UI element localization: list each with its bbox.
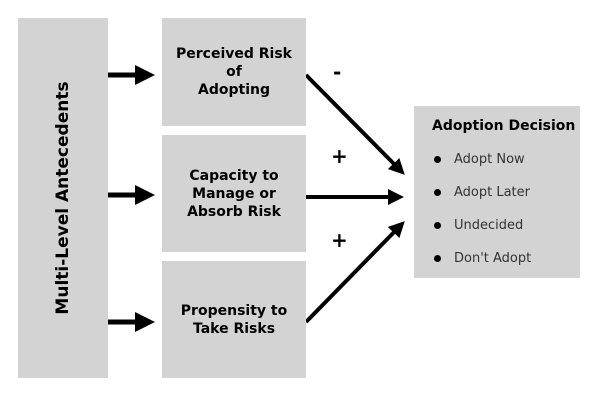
decision-title: Adoption Decision bbox=[432, 118, 576, 134]
decision-option-label: Don't Adopt bbox=[454, 251, 532, 266]
decision-option-label: Undecided bbox=[454, 218, 524, 233]
adoption-decision-box: Adoption Decision Adopt Now Adopt Later … bbox=[414, 106, 580, 278]
decision-option-label: Adopt Now bbox=[454, 152, 525, 167]
antecedents-box: Multi-Level Antecedents bbox=[18, 18, 108, 378]
decision-option-label: Adopt Later bbox=[454, 185, 531, 200]
bullet-icon bbox=[434, 222, 441, 229]
decision-options-list: Adopt Now Adopt Later Undecided Don't Ad… bbox=[432, 143, 580, 275]
decision-option: Adopt Now bbox=[432, 143, 580, 176]
decision-option: Don't Adopt bbox=[432, 242, 580, 275]
capacity-effect-sign: + bbox=[331, 144, 348, 168]
arrow-risk-to-decision bbox=[304, 73, 405, 175]
perceived-risk-box: Perceived Risk of Adopting bbox=[162, 18, 306, 126]
risk-effect-sign: - bbox=[333, 60, 342, 84]
decision-option: Adopt Later bbox=[432, 176, 580, 209]
decision-option: Undecided bbox=[432, 209, 580, 242]
propensity-effect-sign: + bbox=[331, 228, 348, 252]
bullet-icon bbox=[434, 189, 441, 196]
bullet-icon bbox=[434, 255, 441, 262]
arrow-propensity-to-decision bbox=[304, 221, 405, 324]
propensity-box: Propensity to Take Risks bbox=[162, 261, 306, 378]
antecedents-label: Multi-Level Antecedents bbox=[53, 81, 73, 315]
capacity-box: Capacity to Manage or Absorb Risk bbox=[162, 135, 306, 252]
bullet-icon bbox=[434, 156, 441, 163]
